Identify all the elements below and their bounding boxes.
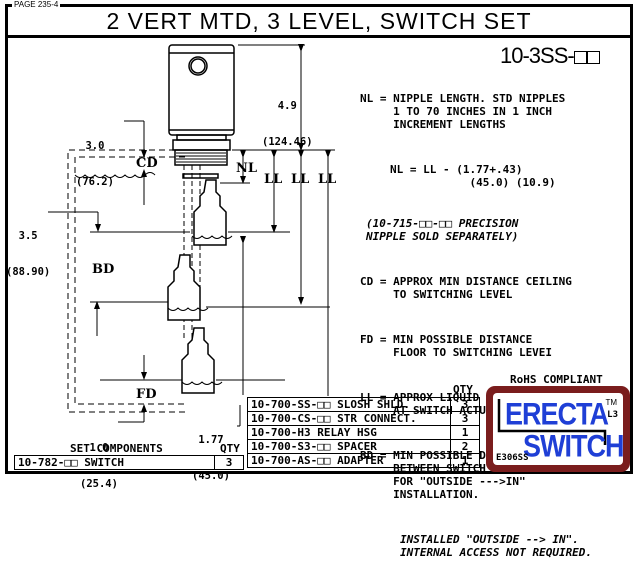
- accessories-table: 10-700-SS-□□ SLOSH SHLD.3 10-700-CS-□□ S…: [247, 397, 480, 468]
- accessories-qty-header: QTY: [453, 383, 473, 396]
- note-line: 1 TO 70 INCHES IN 1 INCH: [360, 105, 553, 118]
- qty-cell: 1: [450, 453, 480, 468]
- qty-cell: 2: [450, 439, 480, 454]
- title-box: 2 VERT MTD, 3 LEVEL, SWITCH SET: [5, 4, 633, 38]
- fd-note: FD = MIN POSSIBLE DISTANCE FLOOR TO SWIT…: [360, 333, 592, 359]
- part-cell: 10-700-CS-□□ STR CONNECT.: [247, 411, 451, 426]
- ll-label-1: LL: [264, 172, 283, 187]
- qty-cell: 1: [450, 425, 480, 440]
- dim-mm: (124.46): [262, 136, 313, 148]
- cd-label: CD: [136, 156, 158, 171]
- dim-inches: 3.5: [18, 230, 38, 242]
- dim-inches: 3.0: [85, 140, 105, 152]
- dim-inches: 1.77: [198, 434, 224, 446]
- qty-cell: 3: [450, 397, 480, 412]
- dim-inches: 4.9: [277, 100, 297, 112]
- note-line: NL = NIPPLE LENGTH. STD NIPPLES: [360, 92, 566, 105]
- part-cell: 10-700-SS-□□ SLOSH SHLD.: [247, 397, 451, 412]
- table-row: 10-782-□□ SWITCH 3: [14, 455, 244, 470]
- cd-note: CD = APPROX MIN DISTANCE CEILING TO SWIT…: [360, 275, 592, 301]
- note-line: FD = MIN POSSIBLE DISTANCE: [360, 333, 533, 346]
- qty-cell: 3: [450, 411, 480, 426]
- note-line: INSTALLATION.: [360, 488, 480, 501]
- fd-label: FD: [136, 387, 157, 402]
- note-line: INSTALLED "OUTSIDE --> IN".: [400, 533, 579, 546]
- logo-code: E306SS: [496, 453, 529, 463]
- table-row: 10-700-CS-□□ STR CONNECT.3: [247, 411, 480, 426]
- note-line: NIPPLE SOLD SEPARATELY): [366, 230, 519, 243]
- logo-switch: SWITCH: [523, 428, 624, 464]
- part-cell: 10-700-AS-□□ ADAPTER: [247, 453, 451, 468]
- ll-label-3: LL: [318, 172, 337, 187]
- logo-bracket-icon: [497, 399, 607, 445]
- page-title: 2 VERT MTD, 3 LEVEL, SWITCH SET: [106, 7, 532, 34]
- set-components-table: 10-782-□□ SWITCH 3: [14, 455, 244, 470]
- nl-note: NL = NIPPLE LENGTH. STD NIPPLES 1 TO 70 …: [360, 92, 592, 131]
- dim-inches: 1.0: [89, 442, 109, 454]
- note-line: FOR "OUTSIDE --->IN": [360, 475, 526, 488]
- logo-model: L3: [607, 410, 618, 420]
- dim-mm: (76.2): [76, 176, 114, 188]
- note-line: TO SWITCHING LEVEL: [360, 288, 513, 301]
- set-qty-header: QTY: [220, 442, 240, 455]
- part-number-prefix: 10-3SS-: [500, 43, 575, 68]
- table-row: 10-700-SS-□□ SLOSH SHLD.3: [247, 397, 480, 412]
- qty-cell: 3: [214, 455, 244, 470]
- installed-note: INSTALLED "OUTSIDE --> IN".INTERNAL ACCE…: [400, 533, 592, 559]
- assembly-drawing: [48, 44, 335, 427]
- logo-erecta: ERECTA: [505, 396, 609, 432]
- part-cell: 10-782-□□ SWITCH: [14, 455, 215, 470]
- note-line: CD = APPROX MIN DISTANCE CEILING: [360, 275, 572, 288]
- note-line: FLOOR TO SWITCHING LEVEI: [360, 346, 553, 359]
- set-components-header: SET COMPONENTS: [70, 442, 163, 455]
- nl-label: NL: [236, 161, 258, 176]
- housing-height-dim: 4.9 (124.46): [262, 76, 313, 160]
- note-line: INCREMENT LENGTHS: [360, 118, 506, 131]
- bd-label: BD: [92, 262, 115, 277]
- erecta-switch-logo: ERECTA SWITCH TM L3 E306SS: [486, 386, 630, 472]
- blank-box: [586, 50, 600, 64]
- rohs-compliant: RoHS COMPLIANT: [510, 373, 603, 386]
- note-line: (45.0) (10.9): [390, 176, 556, 189]
- part-cell: 10-700-S3-□□ SPACER: [247, 439, 451, 454]
- dim-mm: (45.0): [192, 470, 230, 482]
- blank-box: [573, 50, 587, 64]
- ll-label-2: LL: [291, 172, 310, 187]
- note-line: NL = LL - (1.77+.43): [390, 163, 523, 176]
- bottom-dim: 1.77 (45.0): [192, 410, 230, 494]
- logo-inner: ERECTA SWITCH TM L3 E306SS: [493, 393, 624, 465]
- cd-dim: 3.0 (76.2): [76, 116, 114, 200]
- trademark: TM: [605, 398, 617, 407]
- page-number: PAGE 235-4: [12, 0, 61, 9]
- nl-formula: NL = LL - (1.77+.43) (45.0) (10.9): [390, 163, 592, 189]
- note-line: INTERNAL ACCESS NOT REQUIRED.: [400, 546, 593, 559]
- dim-mm: (88.90): [6, 266, 51, 278]
- notes-panel: NL = NIPPLE LENGTH. STD NIPPLES 1 TO 70 …: [360, 66, 592, 572]
- part-number: 10-3SS-: [500, 43, 600, 69]
- part-cell: 10-700-H3 RELAY HSG: [247, 425, 451, 440]
- side-dim: 3.5 (88.90): [6, 206, 50, 290]
- note-line: (10-715-□□-□□ PRECISION: [366, 217, 519, 230]
